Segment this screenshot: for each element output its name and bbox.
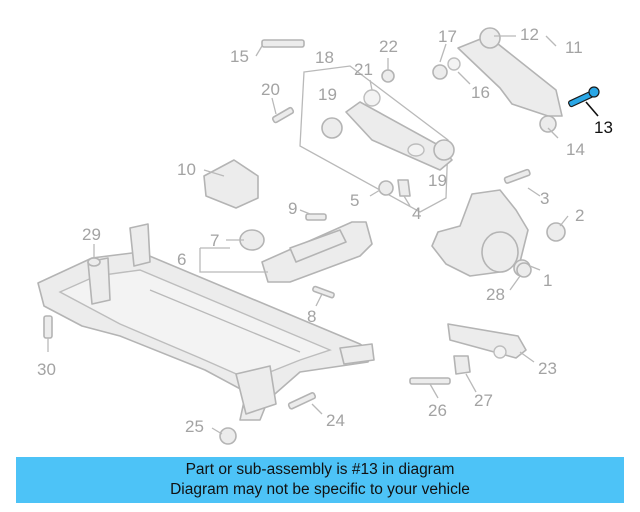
label-12: 12: [520, 25, 539, 44]
bolt-15: [261, 39, 305, 48]
nut-22: [381, 69, 395, 83]
small-hardware: [43, 39, 532, 445]
bushing-5: [378, 180, 394, 196]
bolt-30: [43, 315, 53, 339]
label-24: 24: [326, 411, 345, 430]
upper-arm-assembly: [299, 65, 455, 213]
lateral-link: [447, 323, 527, 359]
label-6: 6: [177, 250, 186, 269]
banner-line-1: Part or sub-assembly is #13 in diagram: [185, 461, 455, 478]
label-4: 4: [412, 204, 421, 223]
label-5: 5: [350, 191, 359, 210]
washer-21: [363, 89, 381, 107]
label-8: 8: [307, 307, 316, 326]
label-26: 26: [428, 401, 447, 420]
label-14: 14: [566, 140, 585, 159]
label-20: 20: [261, 80, 280, 99]
bolt-26: [409, 377, 451, 385]
label-9: 9: [288, 199, 297, 218]
bolt-20: [271, 106, 295, 124]
nut-25: [219, 427, 237, 445]
label-19a: 19: [318, 85, 337, 104]
label-17: 17: [438, 27, 457, 46]
plate-27: [453, 355, 471, 375]
clip-4: [397, 179, 411, 197]
label-18: 18: [315, 48, 334, 67]
callout-labels: 1 2 3 4 5 6 7 8 9 10 11 12 13 14 15 16 1…: [37, 25, 613, 436]
lower-control-arm: [239, 221, 373, 283]
label-22: 22: [379, 37, 398, 56]
pin-8: [312, 285, 335, 299]
label-23: 23: [538, 359, 557, 378]
bolt-13-highlighted[interactable]: [568, 86, 600, 117]
knuckle: [431, 189, 566, 277]
label-13: 13: [594, 118, 613, 137]
label-21: 21: [354, 60, 373, 79]
label-7: 7: [210, 231, 219, 250]
rear-subframe: [37, 223, 375, 421]
label-2: 2: [575, 206, 584, 225]
label-27: 27: [474, 391, 493, 410]
subframe-bushing: [87, 257, 101, 267]
nut-28: [516, 262, 532, 278]
mount-bracket-10: [203, 159, 259, 209]
label-11: 11: [565, 38, 583, 57]
label-29: 29: [82, 225, 101, 244]
leader-lines: [47, 35, 569, 435]
label-10: 10: [177, 160, 196, 179]
exploded-parts-diagram: 1 2 3 4 5 6 7 8 9 10 11 12 13 14 15 16 1…: [37, 25, 613, 445]
label-25: 25: [185, 417, 204, 436]
label-28: 28: [486, 285, 505, 304]
bolt-3: [503, 168, 531, 184]
label-16: 16: [471, 83, 490, 102]
label-1: 1: [543, 271, 552, 290]
bolt-9: [305, 213, 327, 221]
banner-line-2: Diagram may not be specific to your vehi…: [170, 481, 470, 498]
info-banner: Part or sub-assembly is #13 in diagram D…: [16, 457, 624, 503]
label-30: 30: [37, 360, 56, 379]
label-15: 15: [230, 47, 249, 66]
label-3: 3: [540, 189, 549, 208]
trailing-link-arm: [432, 27, 563, 133]
label-19b: 19: [428, 171, 447, 190]
bolt-24: [287, 392, 317, 410]
